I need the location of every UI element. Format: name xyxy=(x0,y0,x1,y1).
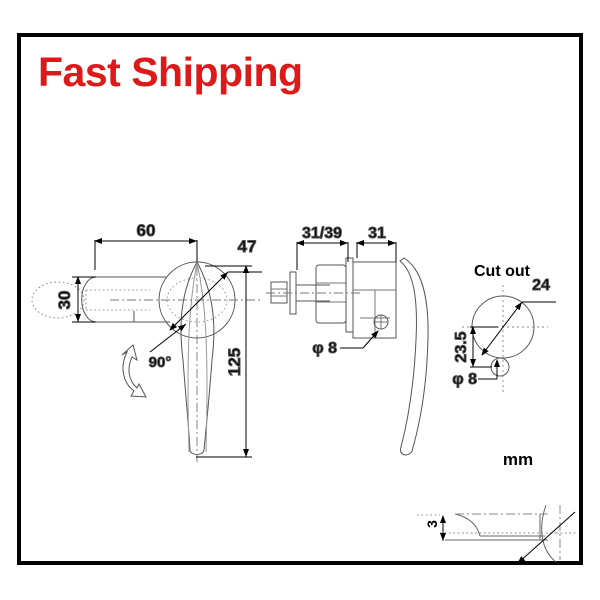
drawing-frame-border xyxy=(17,33,583,565)
fast-shipping-banner: Fast Shipping xyxy=(38,49,303,95)
